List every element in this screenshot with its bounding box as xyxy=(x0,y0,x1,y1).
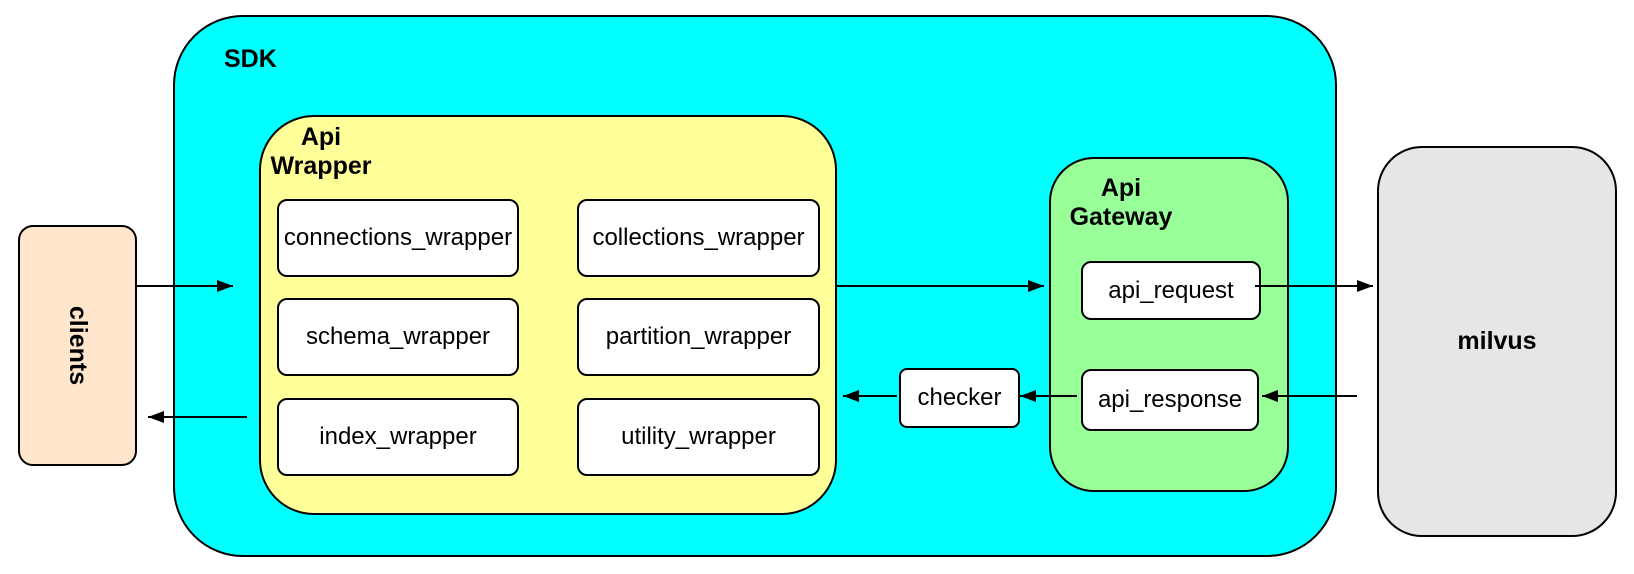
utility-wrapper-node: utility_wrapper xyxy=(577,398,820,476)
api-gateway-container: Api Gateway api_request api_response xyxy=(1049,157,1289,492)
api-response-node: api_response xyxy=(1081,369,1259,431)
sdk-label: SDK xyxy=(224,45,277,73)
api-gateway-label-line2: Gateway xyxy=(1069,203,1173,231)
api-gateway-label: Api Gateway xyxy=(1051,174,1191,232)
schema-wrapper-node: schema_wrapper xyxy=(277,298,519,376)
api-request-node: api_request xyxy=(1081,261,1261,320)
api-gateway-label-line1: Api xyxy=(1100,174,1142,202)
api-wrapper-label-line2: Wrapper xyxy=(270,152,372,180)
clients-label: clients xyxy=(63,305,92,386)
collections-wrapper-node: collections_wrapper xyxy=(577,199,820,277)
clients-node: clients xyxy=(18,225,137,466)
milvus-node: milvus xyxy=(1377,146,1617,537)
milvus-label: milvus xyxy=(1457,327,1537,355)
connections-wrapper-node: connections_wrapper xyxy=(277,199,519,277)
partition-wrapper-node: partition_wrapper xyxy=(577,298,820,376)
checker-node: checker xyxy=(899,368,1020,428)
sdk-container: SDK Api Wrapper connections_wrapper coll… xyxy=(173,15,1337,557)
api-wrapper-container: Api Wrapper connections_wrapper collecti… xyxy=(259,115,837,515)
api-wrapper-label: Api Wrapper xyxy=(261,123,381,181)
api-wrapper-label-line1: Api xyxy=(300,123,342,151)
index-wrapper-node: index_wrapper xyxy=(277,398,519,476)
